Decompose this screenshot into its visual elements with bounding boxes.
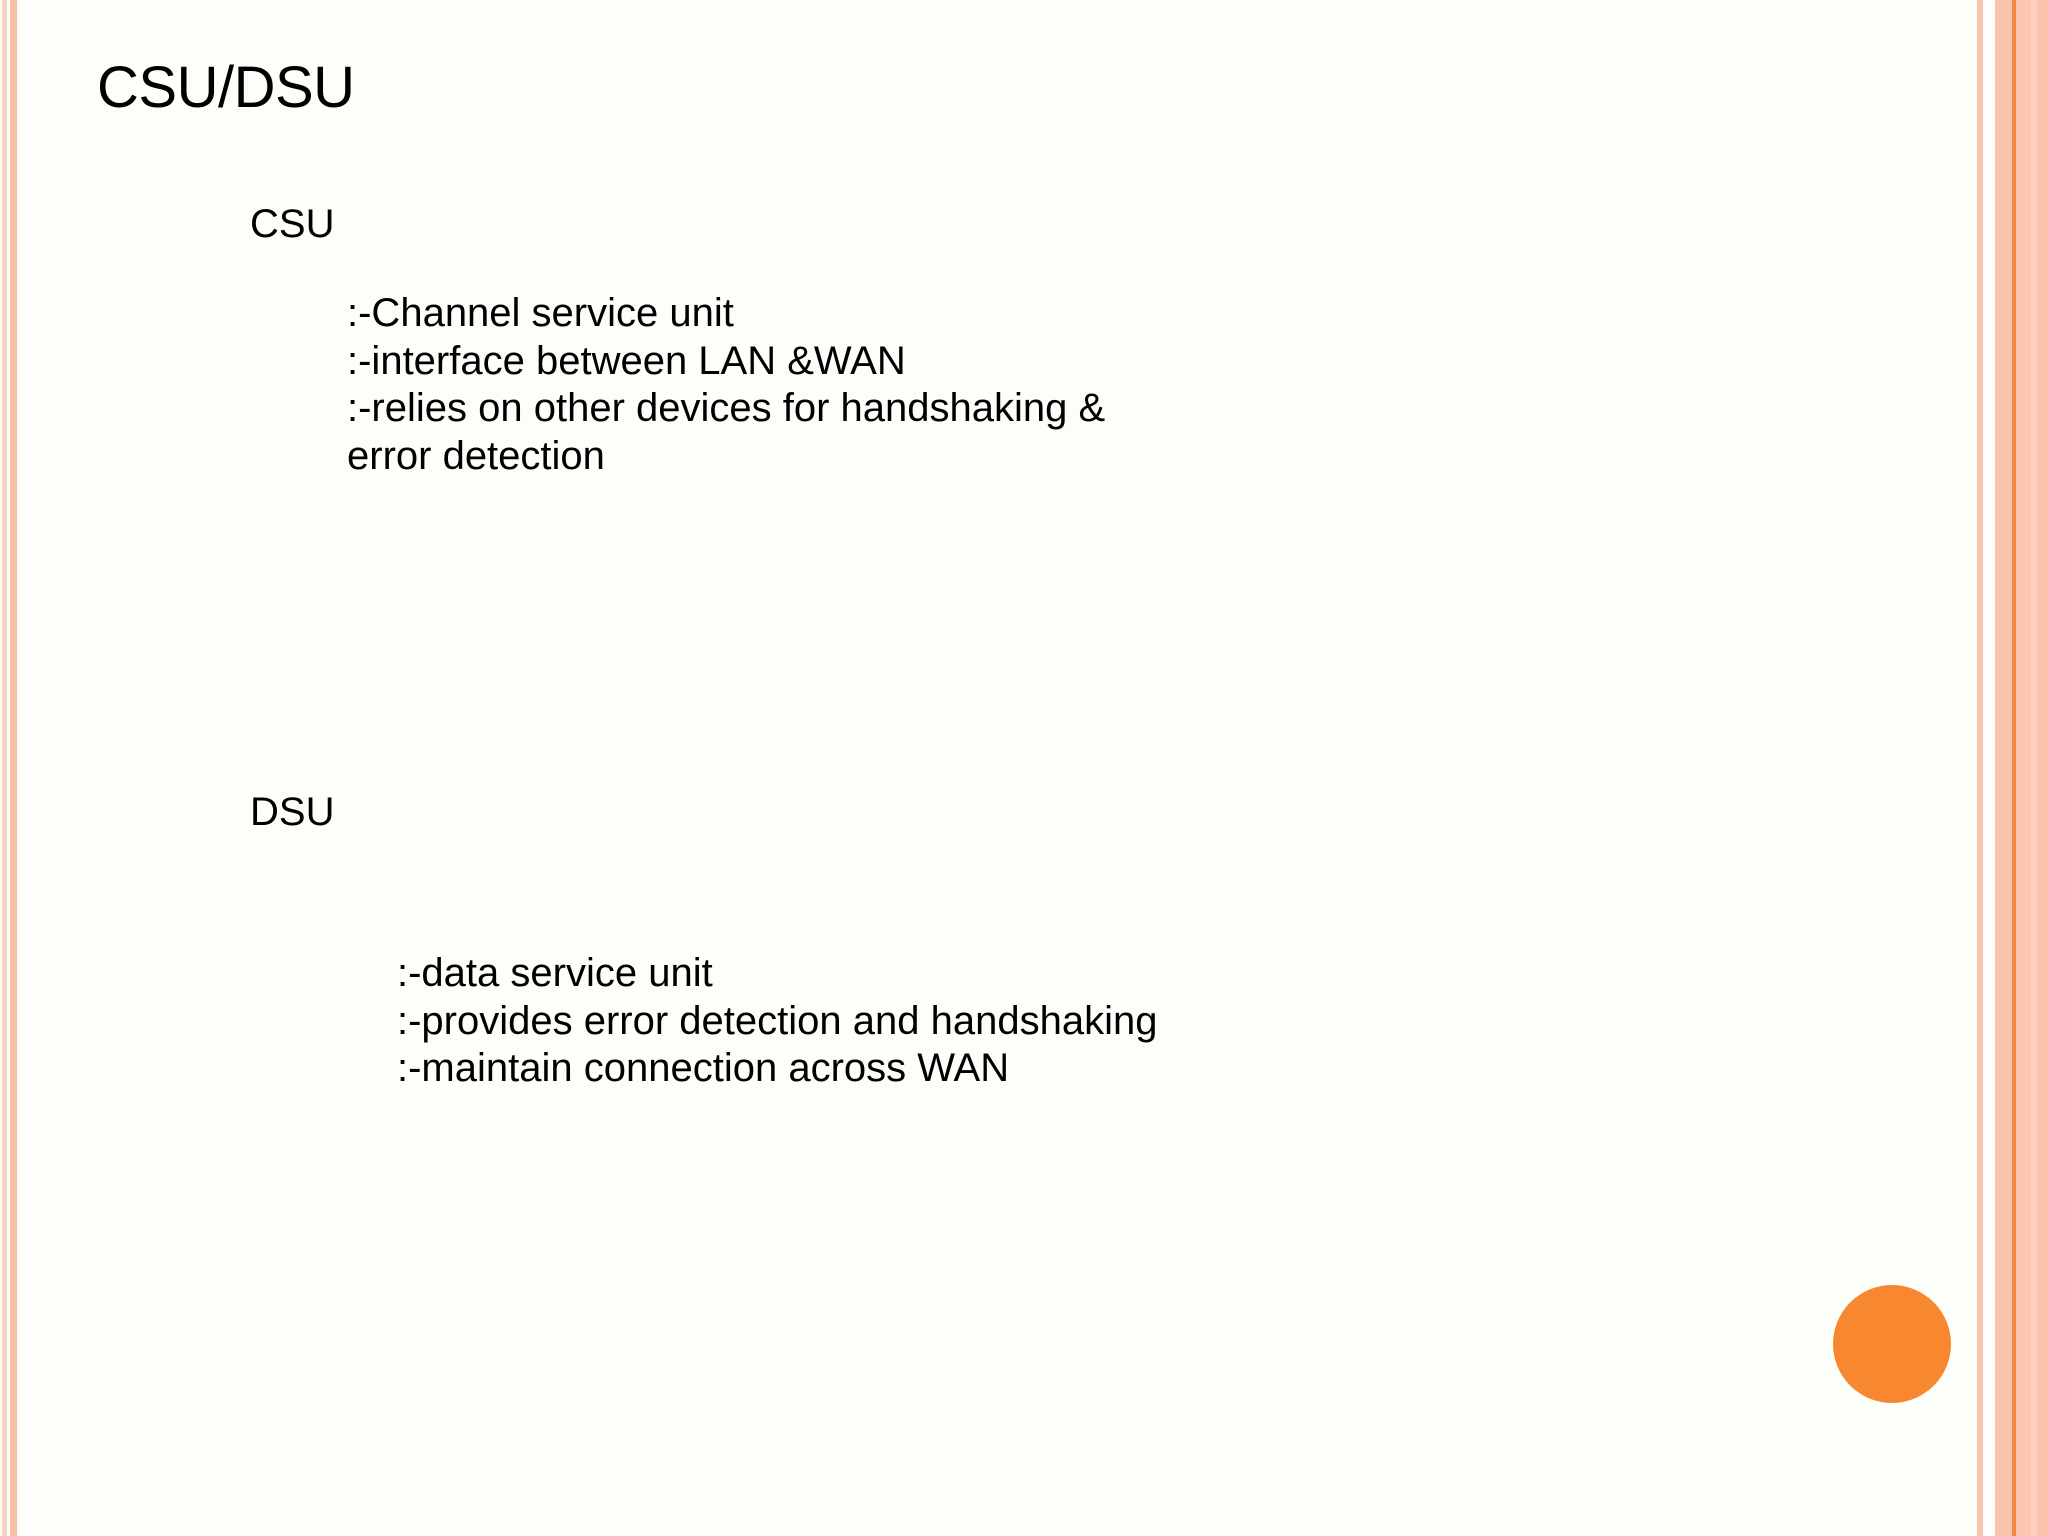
csu-bullet-list: :-Channel service unit :-interface betwe… [347, 290, 1105, 480]
page-title: CSU/DSU [97, 55, 355, 120]
left-stripe-outer [2, 0, 7, 1536]
left-stripe-inner [10, 0, 17, 1536]
right-stripe-thin [1977, 0, 1983, 1536]
right-stripe-accent-line [2012, 0, 2016, 1536]
dsu-bullet-3: :-maintain connection across WAN [397, 1046, 1010, 1091]
right-stripe-band-c [2031, 0, 2037, 1536]
right-stripe-band-a [1995, 0, 2012, 1536]
csu-bullet-3-continuation: error detection [347, 433, 605, 478]
csu-bullet-1: :-Channel service unit [347, 291, 734, 335]
csu-bullet-2: :-interface between LAN &WAN [347, 338, 906, 383]
dsu-bullet-list: :-data service unit :-provides error det… [397, 950, 1157, 1093]
section-label-dsu: DSU [250, 790, 335, 834]
orange-circle-icon [1833, 1285, 1951, 1403]
csu-bullet-3: :-relies on other devices for handshakin… [347, 386, 1106, 431]
dsu-bullet-1: :-data service unit [397, 951, 713, 995]
right-stripe-band-d [2037, 0, 2048, 1536]
right-stripe-band-b [2016, 0, 2031, 1536]
dsu-bullet-2: :-provides error detection and handshaki… [397, 998, 1158, 1043]
section-label-csu: CSU [250, 202, 335, 246]
